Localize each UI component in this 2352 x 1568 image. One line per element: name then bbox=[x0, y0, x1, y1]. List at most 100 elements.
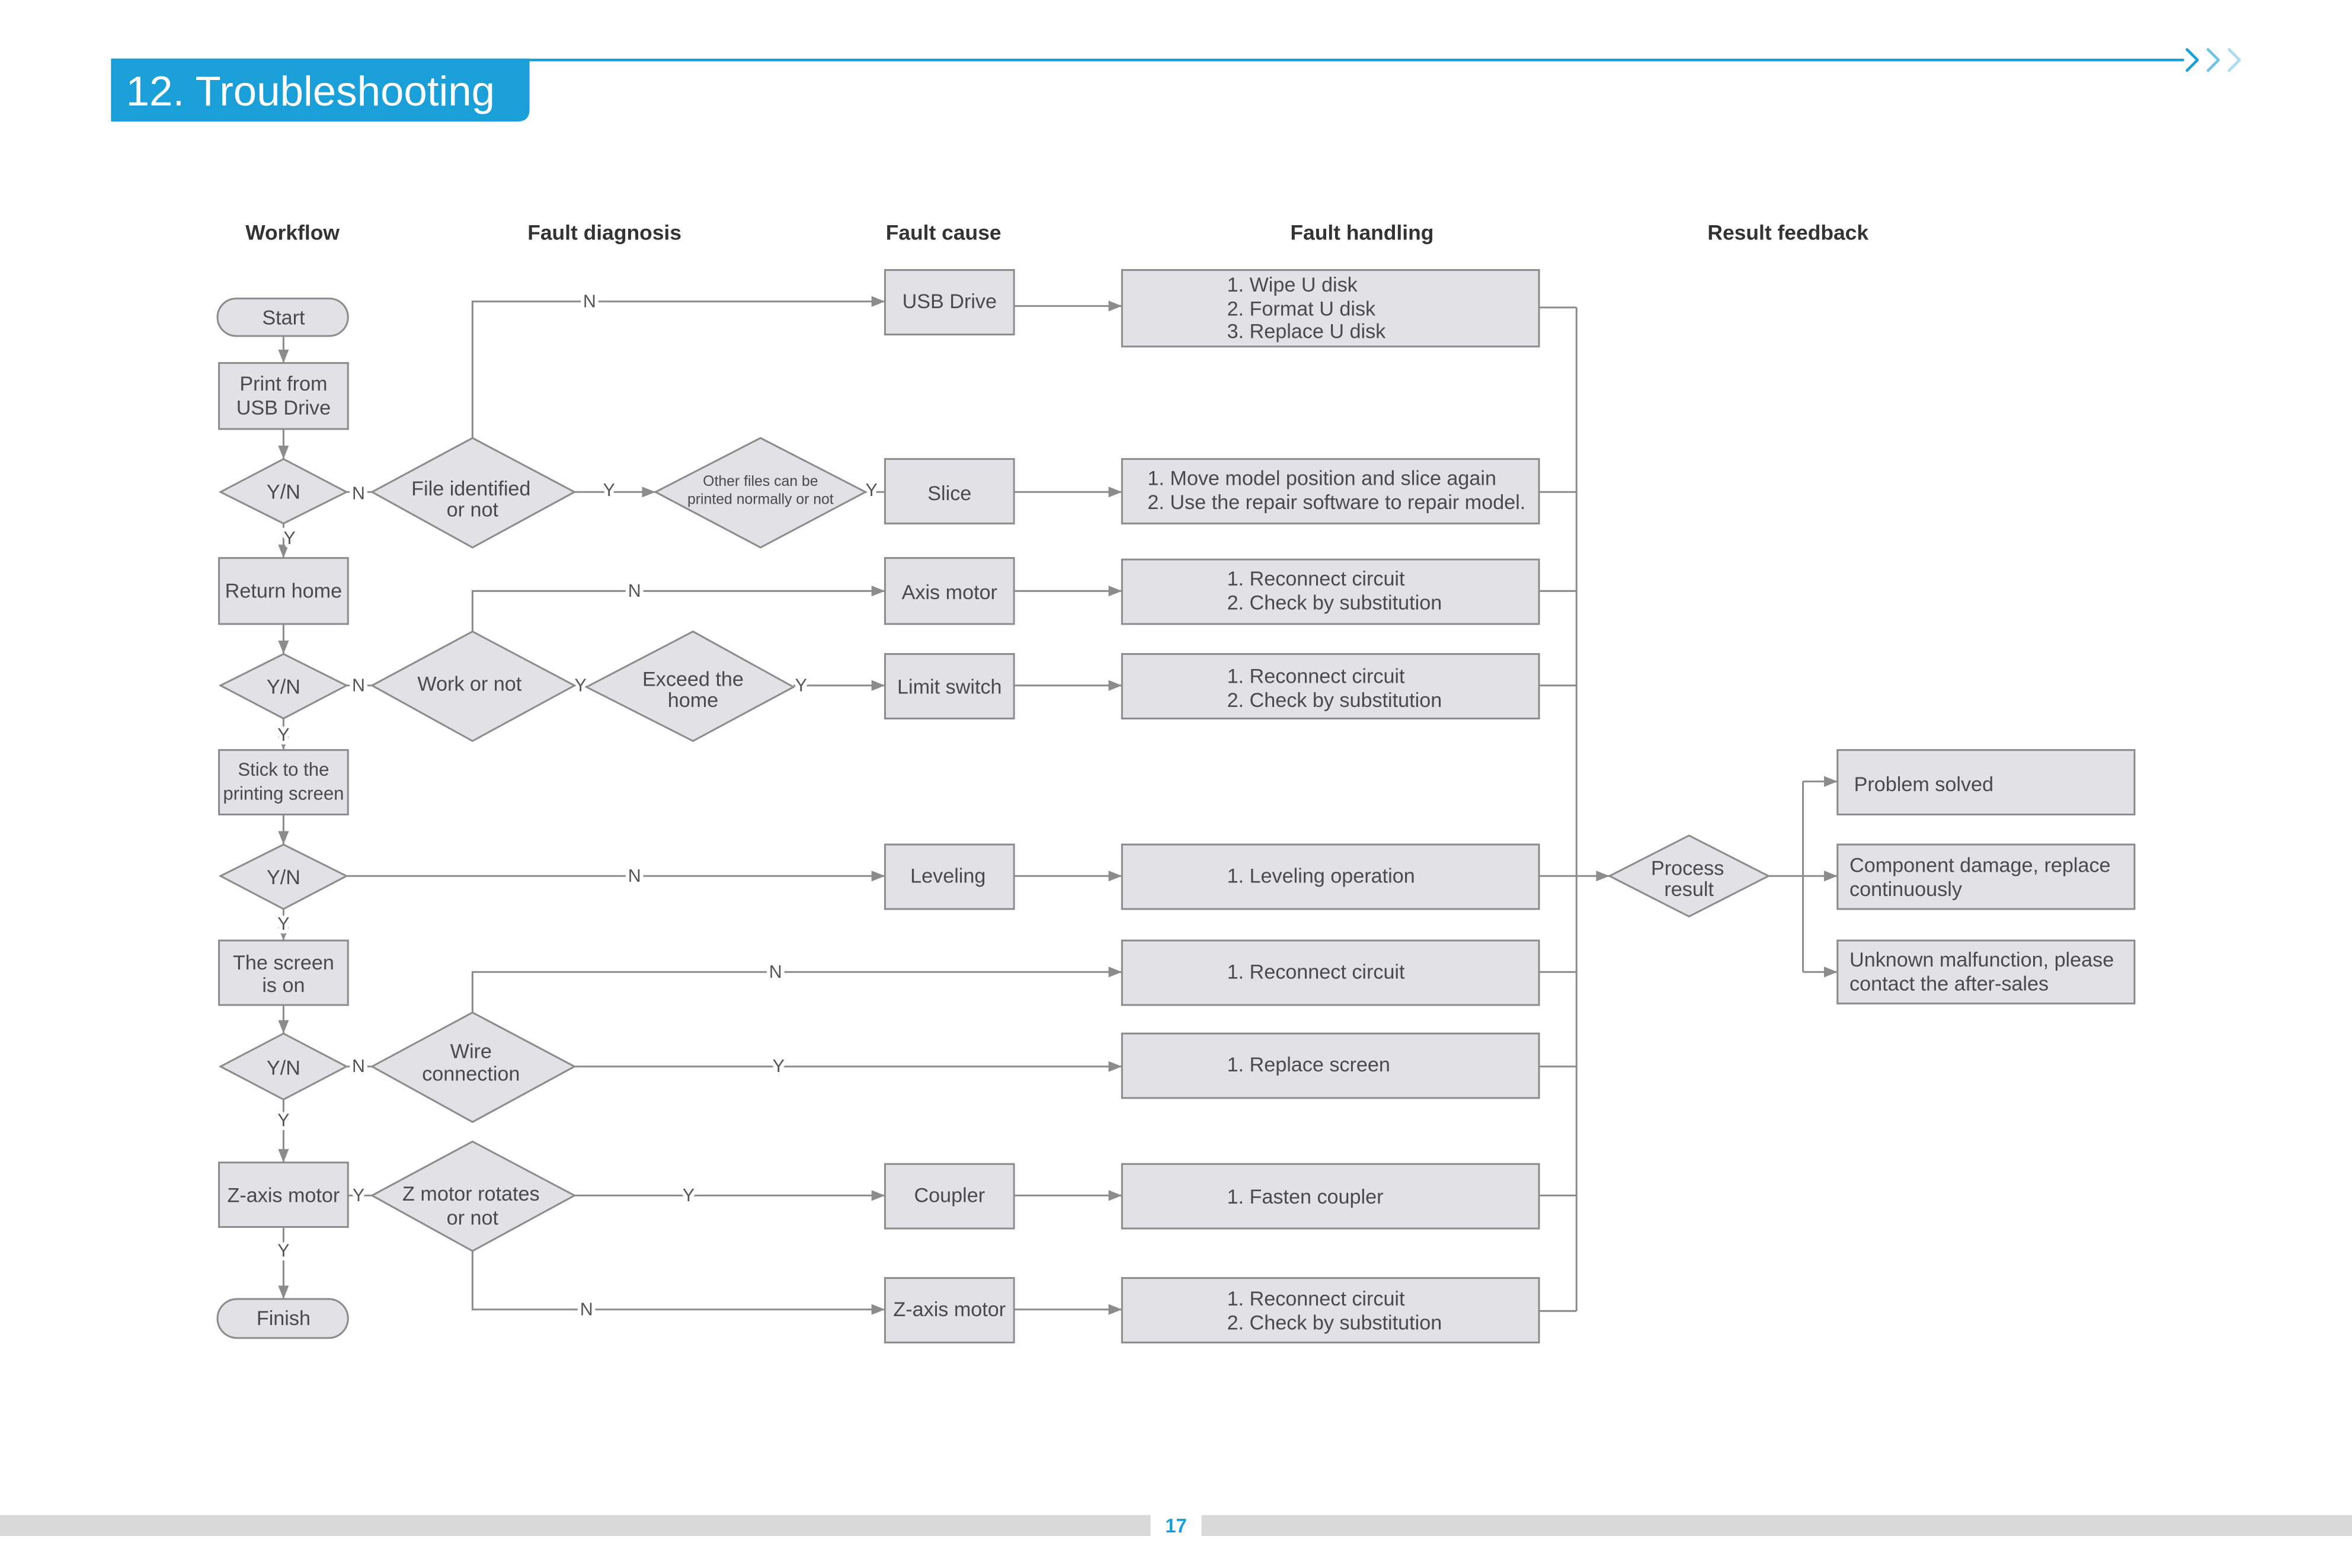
handling-step: 1. Leveling operation bbox=[1227, 865, 1415, 887]
result-label: continuously bbox=[1849, 878, 1963, 901]
edge-label-yes: Y bbox=[795, 676, 807, 695]
decision-diamond bbox=[218, 457, 349, 525]
process-result-label: Process bbox=[1651, 857, 1724, 880]
usb-drive-label: USB Drive bbox=[903, 290, 997, 313]
edge-label-yes: Y bbox=[277, 725, 289, 745]
slice-label: Slice bbox=[927, 482, 971, 505]
result-box bbox=[1836, 939, 2136, 1004]
handling-usb-box bbox=[1121, 269, 1540, 348]
wire-connection-label: connection bbox=[422, 1063, 520, 1085]
diagnosis-column: File identified or not Other files can b… bbox=[370, 437, 868, 1252]
column-header-result: Result feedback bbox=[1707, 220, 1868, 244]
edge-label-no: N bbox=[628, 866, 641, 886]
handling-wire-yes-box bbox=[1121, 1032, 1540, 1099]
edge-label-yes: Y bbox=[283, 529, 295, 548]
workflow-start: Start bbox=[216, 297, 349, 337]
process-result-label: result bbox=[1664, 878, 1714, 901]
slice-box bbox=[884, 458, 1015, 524]
screen-on-box bbox=[218, 939, 349, 1006]
other-files-diamond bbox=[653, 437, 868, 549]
handling-step: 3. Replace U disk bbox=[1227, 320, 1387, 343]
handling-step: 1. Reconnect circuit bbox=[1227, 665, 1405, 688]
start-terminal bbox=[216, 297, 349, 337]
workflow-return-home: Return home bbox=[218, 557, 349, 625]
start-label: Start bbox=[262, 307, 305, 329]
edge-label-no: N bbox=[769, 962, 782, 982]
header-tab bbox=[111, 58, 530, 122]
file-identified-label: File identified bbox=[411, 478, 530, 500]
handling-wire-no-box bbox=[1121, 939, 1540, 1006]
stick-screen-label: Stick to the bbox=[238, 759, 329, 780]
handling-column: 1. Wipe U disk 2. Format U disk 3. Repla… bbox=[1121, 269, 1540, 1343]
diagnosis-work-or-not: Work or not bbox=[370, 630, 577, 743]
handling-step: 1. Fasten coupler bbox=[1227, 1186, 1384, 1208]
print-from-usb-label: Print from bbox=[239, 373, 327, 395]
handling-slice-box bbox=[1121, 458, 1540, 524]
handling-coupler: 1. Fasten coupler bbox=[1121, 1163, 1540, 1230]
cause-z-axis-motor: Z-axis motor bbox=[884, 1277, 1015, 1343]
exceed-home-diamond bbox=[584, 630, 796, 743]
finish-terminal bbox=[216, 1298, 349, 1339]
handling-step: 1. Replace screen bbox=[1227, 1054, 1390, 1076]
edge-label-yes: Y bbox=[353, 1186, 364, 1205]
handling-coupler-box bbox=[1121, 1163, 1540, 1230]
edge-label-no: N bbox=[580, 1300, 593, 1319]
cause-coupler: Coupler bbox=[884, 1163, 1015, 1230]
result-label: Problem solved bbox=[1854, 773, 1993, 796]
edge-label-no: N bbox=[628, 581, 641, 601]
return-home-box bbox=[218, 557, 349, 625]
diagnosis-z-motor-rotates: Z motor rotates or not bbox=[370, 1140, 577, 1252]
footer-bar-left bbox=[0, 1515, 1151, 1537]
column-header-workflow: Workflow bbox=[245, 220, 340, 244]
diagnosis-wire-connection: Wire connection bbox=[370, 1011, 577, 1124]
exceed-home-label: home bbox=[668, 689, 718, 712]
print-from-usb-label: USB Drive bbox=[236, 397, 331, 420]
handling-wire-yes: 1. Replace screen bbox=[1121, 1032, 1540, 1099]
edge-label-yes: Y bbox=[277, 1111, 289, 1130]
cause-column: USB Drive Slice Axis motor Limit switch … bbox=[884, 269, 1015, 1343]
result-box bbox=[1836, 843, 2136, 910]
workflow-decision-1: Y/N bbox=[218, 457, 349, 525]
handling-step: 1. Reconnect circuit bbox=[1227, 1288, 1405, 1310]
result-column: Process result Problem solved Component … bbox=[1607, 749, 2136, 1004]
edge-label-yes: Y bbox=[603, 481, 615, 500]
handling-limit-switch-box bbox=[1121, 653, 1540, 719]
handling-usb: 1. Wipe U disk 2. Format U disk 3. Repla… bbox=[1121, 269, 1540, 348]
flow-edges bbox=[278, 296, 1838, 1315]
edge-label-yes: Y bbox=[773, 1057, 785, 1076]
column-headers: Workflow Fault diagnosis Fault cause Fau… bbox=[245, 220, 1868, 244]
section-header: 12. Troubleshooting bbox=[111, 48, 2241, 122]
result-label: Unknown malfunction, please bbox=[1849, 949, 2114, 971]
page-title: 12. Troubleshooting bbox=[126, 68, 495, 115]
wire-connection-diamond bbox=[370, 1011, 577, 1124]
work-or-not-diamond bbox=[370, 630, 577, 743]
stick-screen-box bbox=[218, 749, 349, 815]
edge-z-motor-rotates-to-z-axis-motor-cause bbox=[471, 1251, 885, 1315]
workflow-z-axis-motor: Z-axis motor bbox=[218, 1161, 349, 1228]
leveling-box bbox=[884, 843, 1015, 910]
column-header-handling: Fault handling bbox=[1290, 220, 1433, 244]
workflow-finish: Finish bbox=[216, 1298, 349, 1339]
process-result-diamond bbox=[1607, 834, 1771, 918]
screen-on-label: is on bbox=[262, 974, 305, 997]
work-or-not-label: Work or not bbox=[417, 673, 521, 695]
z-motor-rotates-label: or not bbox=[447, 1207, 499, 1229]
exceed-home-label: Exceed the bbox=[642, 668, 744, 691]
edge-file-identified-to-usb-drive bbox=[471, 296, 885, 439]
axis-motor-label: Axis motor bbox=[902, 581, 997, 604]
limit-switch-label: Limit switch bbox=[897, 676, 1002, 698]
decision-diamond bbox=[218, 652, 349, 720]
edge-label-no: N bbox=[352, 484, 365, 503]
z-motor-rotates-diamond bbox=[370, 1140, 577, 1252]
handling-z-axis-motor: 1. Reconnect circuit 2. Check by substit… bbox=[1121, 1277, 1540, 1343]
cause-usb-drive: USB Drive bbox=[884, 269, 1015, 335]
handling-axis-motor: 1. Reconnect circuit 2. Check by substit… bbox=[1121, 558, 1540, 625]
edge-wire-connection-to-reconnect bbox=[471, 967, 1122, 1013]
edge-label-yes: Y bbox=[277, 914, 289, 934]
handling-step: 1. Move model position and slice again bbox=[1147, 467, 1496, 489]
edge-label-yes: Y bbox=[866, 481, 878, 500]
cause-limit-switch: Limit switch bbox=[884, 653, 1015, 719]
handling-leveling: 1. Leveling operation bbox=[1121, 843, 1540, 910]
other-files-label: Other files can be bbox=[703, 473, 818, 489]
handling-step: 1. Reconnect circuit bbox=[1227, 568, 1405, 590]
